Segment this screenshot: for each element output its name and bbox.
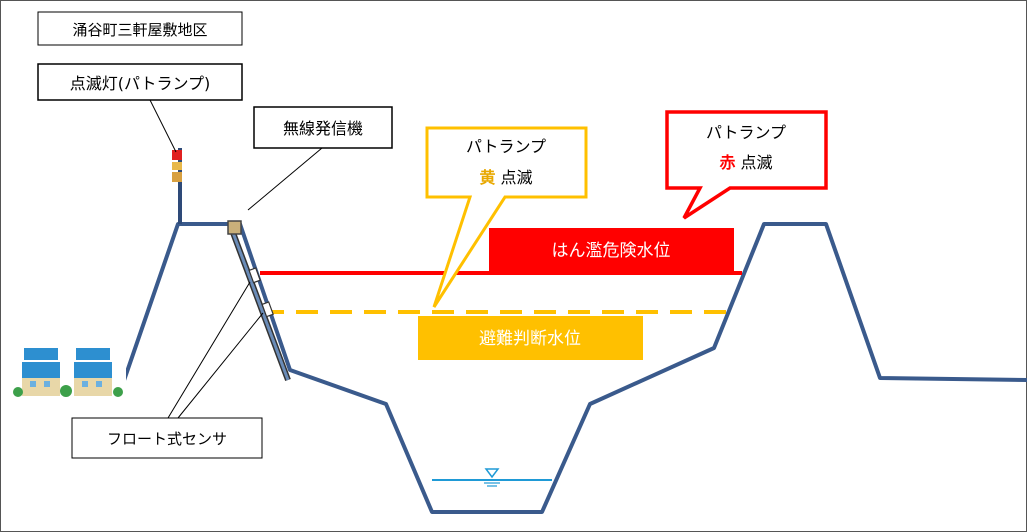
float-sensor-leader-2 bbox=[177, 312, 264, 419]
area-name-label: 涌谷町三軒屋敷地区 bbox=[72, 21, 207, 39]
float-sensor-lower bbox=[261, 301, 274, 318]
flash-lamp-icon bbox=[172, 150, 182, 182]
radio-transmitter-label: 無線発信機 bbox=[283, 119, 363, 138]
float-sensor-label: フロート式センサ bbox=[107, 430, 227, 448]
evacuation-level-label: 避難判断水位 bbox=[479, 329, 581, 349]
float-sensor-label-box bbox=[71, 417, 263, 459]
flash-lamp-box bbox=[37, 63, 243, 101]
flash-lamp-label: 点滅灯(パトランプ) bbox=[70, 74, 211, 93]
lamp-pole bbox=[178, 148, 182, 224]
yellow-patlamp-line1: パトランプ bbox=[466, 137, 546, 156]
red-patlamp-line2: 赤 点滅 bbox=[719, 153, 772, 172]
flood-danger-level-label: はん濫危険水位 bbox=[552, 241, 671, 261]
flood-danger-level-bar bbox=[489, 228, 734, 271]
yellow-blink-word: 点滅 bbox=[495, 168, 532, 187]
radio-transmitter-box bbox=[227, 220, 242, 235]
float-sensor-leader-1 bbox=[167, 281, 251, 419]
area-name-box bbox=[37, 11, 243, 46]
red-blink-word: 点滅 bbox=[735, 153, 772, 172]
houses-illustration bbox=[13, 346, 126, 397]
radio-transmitter-leader bbox=[247, 147, 323, 211]
red-color-word: 赤 bbox=[719, 153, 735, 172]
evacuation-level-bar bbox=[418, 316, 643, 360]
red-patlamp-line1: パトランプ bbox=[706, 123, 786, 142]
flash-lamp-leader bbox=[149, 99, 177, 153]
yellow-patlamp-line2: 黄 点滅 bbox=[479, 168, 532, 187]
yellow-patlamp-callout bbox=[425, 126, 588, 308]
water-level-icon bbox=[484, 468, 500, 487]
radio-transmitter-label-box bbox=[253, 106, 393, 149]
red-patlamp-callout bbox=[665, 110, 828, 220]
float-sensor-upper bbox=[248, 267, 261, 284]
yellow-color-word: 黄 bbox=[479, 168, 495, 187]
float-sensor-rod bbox=[229, 228, 291, 382]
